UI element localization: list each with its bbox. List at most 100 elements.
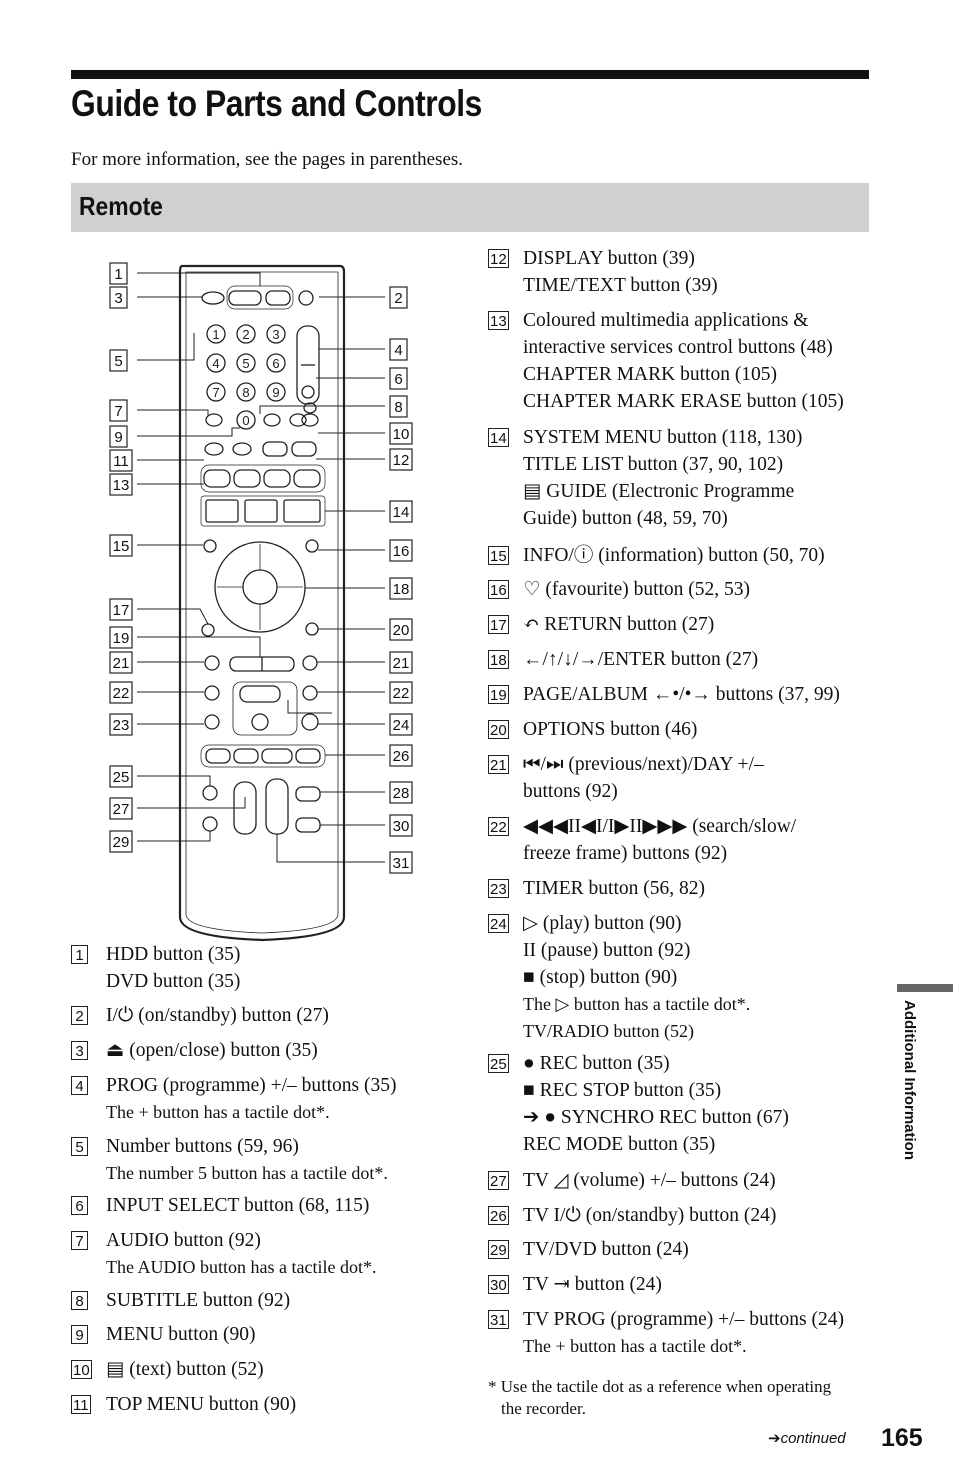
remote-number-key [206,382,226,402]
remote-callout-box [389,814,413,837]
item-text-line: PAGE/ALBUM ←•/•→ buttons (37, 99) [523,684,840,705]
remote-callout-box [109,830,133,853]
remote-callout-box [389,422,413,445]
section-title: Remote [79,191,163,221]
remote-number-key [236,353,256,373]
page-title: Guide to Parts and Controls [71,83,482,124]
item-number-badge: 9 [71,1325,88,1344]
remote-callout-box [389,367,408,390]
remote-callout-box [389,781,413,804]
remote-callout-box [389,395,408,418]
remote-callout-number: 4 [394,342,402,359]
remote-number-key [236,410,256,430]
remote-callout-box [389,448,413,471]
remote-callout-box [109,651,133,674]
item-number-badge: 17 [488,615,509,634]
remote-callout-number: 20 [393,622,410,639]
item-number-badge: 2 [71,1006,88,1025]
item-text-line: II (pause) button (92) [523,940,691,961]
remote-callout-number: 23 [113,717,130,734]
item-note-line: The + button has a tactile dot*. [106,1102,330,1122]
remote-callout-number: 17 [113,602,130,619]
remote-number-label: 2 [242,327,249,342]
footnote-line-1: * Use the tactile dot as a reference whe… [488,1377,832,1396]
remote-number-label: 5 [242,356,249,371]
item-text-line: CHAPTER MARK ERASE button (105) [523,391,844,412]
remote-callout-number: 18 [393,581,410,598]
item-text-line: TIMER button (56, 82) [523,878,705,899]
remote-callout-box [389,500,413,523]
item-text-line: Number buttons (59, 96) [106,1136,299,1157]
remote-callout-number: 19 [113,630,130,647]
item-number-badge: 3 [71,1041,88,1060]
remote-callout-box [109,449,133,472]
item-text-line: interactive services control buttons (48… [523,337,833,358]
item-number-badge: 21 [488,755,509,774]
item-note-line: The ▷ button has a tactile dot*. [523,994,751,1014]
item-text-line: TV ◿ (volume) +/– buttons (24) [523,1170,776,1191]
item-text-line: ↶ RETURN button (27) [523,614,715,635]
footnote: * Use the tactile dot as a reference whe… [488,1376,831,1420]
item-text-line: TOP MENU button (90) [106,1394,297,1415]
remote-callout-box [109,286,128,309]
remote-callout-number: 12 [393,452,410,469]
remote-callout-number: 11 [113,453,129,470]
remote-callout-box [109,765,133,788]
remote-number-label: 9 [272,385,279,400]
remote-callout-number: 14 [393,504,410,521]
remote-callout-number: 8 [394,399,402,416]
remote-callout-number: 10 [393,426,410,443]
remote-number-label: 0 [242,413,249,428]
section-header: Remote [71,183,869,232]
remote-number-label: 7 [212,385,219,400]
item-text-line: SYSTEM MENU button (118, 130) [523,427,803,448]
item-number-badge: 25 [488,1054,509,1073]
page-number: 165 [881,1424,923,1452]
remote-callout-number: 3 [114,290,122,307]
item-text-line: PROG (programme) +/– buttons (35) [106,1075,397,1096]
remote-number-label: 8 [242,385,249,400]
remote-number-key [266,324,286,344]
remote-callout-box [109,399,128,422]
item-text-line: freeze frame) buttons (92) [523,843,728,864]
side-label: Additional Information [900,1000,920,1190]
remote-callout-number: 5 [114,353,122,370]
remote-number-label: 6 [272,356,279,371]
remote-callout-box [389,744,413,767]
side-label-text: Additional Information [901,1000,918,1160]
remote-callout-box [109,681,133,704]
remote-callout-number: 7 [114,403,122,420]
remote-callout-number: 22 [393,685,410,702]
item-text-line: TV/DVD button (24) [523,1239,689,1260]
continued-note: ➔continued [768,1429,846,1447]
remote-callout-box [109,598,133,621]
remote-number-key [236,382,256,402]
item-text-line: REC MODE button (35) [523,1134,716,1155]
remote-callout-box [109,713,133,736]
item-text-line: HDD button (35) [106,944,241,965]
remote-callout-box [109,626,133,649]
item-number-badge: 6 [71,1196,88,1215]
remote-number-key [206,353,226,373]
remote-callout-box [109,797,133,820]
item-text-line: TIME/TEXT button (39) [523,275,718,296]
item-number-badge: 26 [488,1206,509,1225]
remote-number-label: 1 [212,327,219,342]
item-text-line: ◀◀◀II◀I/I▶II▶▶▶ (search/slow/ [523,816,797,837]
remote-callout-number: 27 [113,801,130,818]
remote-callout-box [389,286,408,309]
remote-callout-number: 21 [113,655,130,672]
remote-callout-box [389,338,408,361]
item-text-line: ⏮/⏭ (previous/next)/DAY +/– [523,754,764,775]
item-number-badge: 15 [488,546,509,565]
item-text-line: MENU button (90) [106,1324,256,1345]
remote-callout-number: 1 [114,266,122,283]
item-number-badge: 1 [71,945,88,964]
remote-callout-box [109,262,128,285]
item-text-line: ▷ (play) button (90) [523,913,682,934]
item-note-line: The AUDIO button has a tactile dot*. [106,1257,377,1277]
item-text-line: INFO/ⓘ (information) button (50, 70) [523,545,825,566]
remote-callout-number: 25 [113,769,130,786]
item-number-badge: 10 [71,1360,92,1379]
